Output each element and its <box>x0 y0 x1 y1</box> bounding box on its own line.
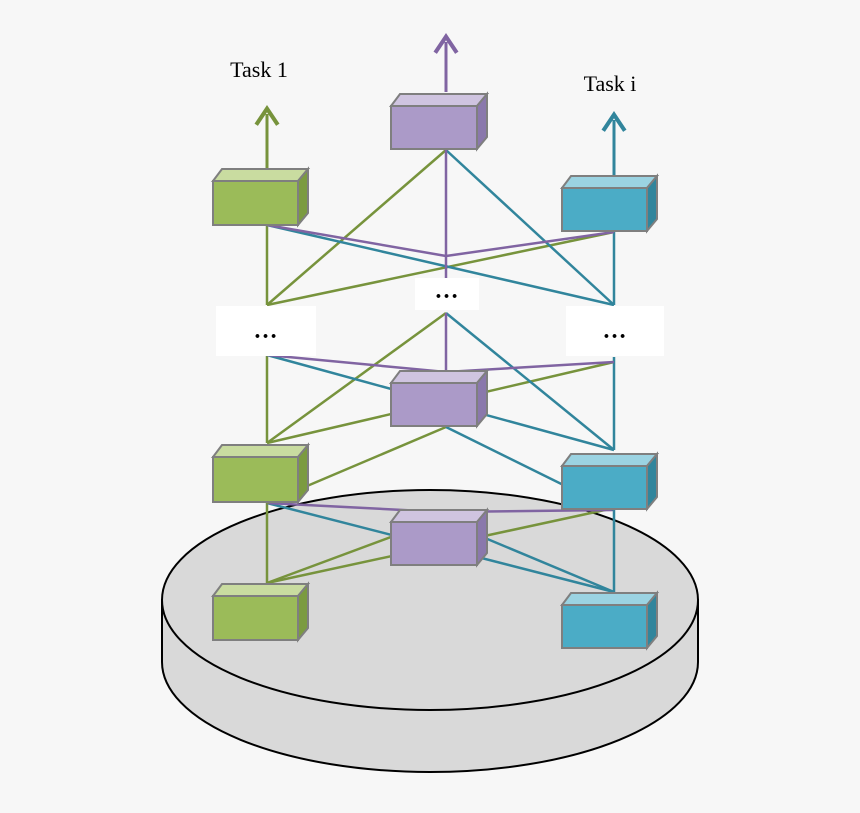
blue-unit-middle <box>560 451 660 512</box>
ellipsis-box-left: … <box>216 306 316 356</box>
purple-unit-bottom <box>389 507 490 568</box>
green-unit-top <box>211 166 311 228</box>
ellipsis-right-text: … <box>603 318 628 344</box>
task-i-label: Task i <box>584 71 637 96</box>
task-1-label: Task 1 <box>230 57 288 82</box>
output-arrows <box>254 32 627 176</box>
green-unit-middle <box>211 442 311 505</box>
blue-unit-top <box>560 173 660 234</box>
purple-unit-middle <box>389 368 490 429</box>
ellipsis-left-text: … <box>254 318 279 344</box>
ellipsis-box-center: … <box>415 278 479 310</box>
purple-unit-top <box>389 91 490 152</box>
green-unit-bottom <box>211 581 311 643</box>
ellipsis-box-right: … <box>566 306 664 356</box>
ellipsis-center-text: … <box>435 278 460 304</box>
blue-unit-bottom <box>560 590 660 651</box>
